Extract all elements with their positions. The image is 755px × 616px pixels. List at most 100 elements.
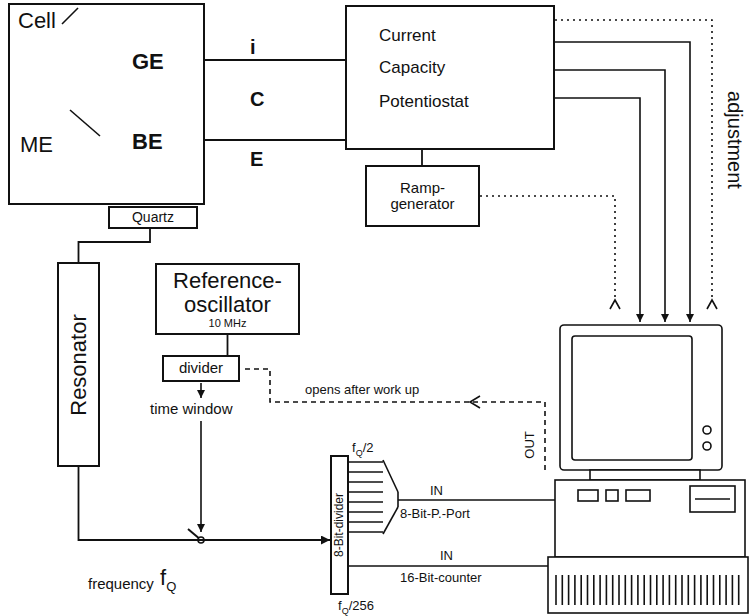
function-label: Current xyxy=(379,27,436,46)
frequency-subscript: Q xyxy=(356,449,363,459)
oscillator-box: Reference- oscillator10 MHz xyxy=(155,263,300,335)
divider-box: 8-Bit-divider xyxy=(330,455,349,595)
keys xyxy=(556,575,739,605)
electrode-label: ME xyxy=(20,133,53,157)
screen xyxy=(572,336,692,460)
port-label: 16-Bit-counter xyxy=(400,571,482,585)
bus-merge xyxy=(383,507,398,534)
signal-label: C xyxy=(250,88,264,110)
component-label: Reference- oscillator xyxy=(163,269,293,317)
frequency-symbol: f xyxy=(352,441,356,455)
cell-label: Cell xyxy=(18,9,56,33)
keyboard xyxy=(548,557,748,613)
drive-slot xyxy=(626,490,650,501)
bus-line xyxy=(347,481,383,483)
frequency-ratio: /2 xyxy=(363,441,374,455)
key xyxy=(662,575,664,605)
adjust-wire xyxy=(480,196,615,300)
component-label: 8-Bit-divider xyxy=(333,493,346,557)
key xyxy=(637,575,639,605)
key xyxy=(631,575,633,605)
port-label: 8-Bit-P.-Port xyxy=(400,507,470,521)
connector xyxy=(79,229,151,262)
key xyxy=(624,575,626,605)
bus-line xyxy=(347,521,383,523)
floppy-slot xyxy=(695,498,730,500)
resonator-box: Resonator xyxy=(57,262,100,467)
port-label: IN xyxy=(430,484,443,498)
key xyxy=(593,575,595,605)
monitor-stand xyxy=(590,470,700,480)
note-label: opens after work up xyxy=(305,383,419,397)
key xyxy=(561,575,563,605)
drive-slot xyxy=(606,490,618,501)
frequency-expression: fQ xyxy=(160,566,176,590)
connector xyxy=(205,59,345,61)
signal-label: time window xyxy=(150,401,233,418)
bus-line xyxy=(347,501,383,503)
key xyxy=(700,575,702,605)
key xyxy=(725,575,727,605)
signal-wire xyxy=(200,421,202,532)
component-label: Ramp- generator xyxy=(375,180,470,213)
component-label: divider xyxy=(179,360,223,377)
bus-line xyxy=(347,461,383,463)
key xyxy=(643,575,645,605)
signal-wire xyxy=(200,383,202,398)
signal-wire xyxy=(555,98,640,322)
frequency-subscript: Q xyxy=(166,580,176,594)
port-label: OUT xyxy=(523,431,537,458)
key xyxy=(618,575,620,605)
key xyxy=(738,575,740,605)
adjust-wire xyxy=(555,20,712,300)
signal-label: i xyxy=(250,36,256,58)
bus-line xyxy=(347,491,383,493)
key xyxy=(732,575,734,605)
floppy-drive xyxy=(690,486,735,512)
control-wire xyxy=(242,369,545,470)
signal-label: frequency xyxy=(88,576,154,593)
connector xyxy=(205,139,345,141)
signal-wire xyxy=(347,565,548,567)
signal-wire xyxy=(555,42,690,322)
cell-box: CellGEBEME xyxy=(8,3,205,205)
key xyxy=(612,575,614,605)
key xyxy=(713,575,715,605)
computer xyxy=(548,325,748,613)
frequency-expression: fQ/256 xyxy=(338,596,374,614)
electrode-label: BE xyxy=(132,130,163,154)
key xyxy=(681,575,683,605)
key xyxy=(706,575,708,605)
pointer-line xyxy=(70,110,100,136)
key xyxy=(669,575,671,605)
divider-box: divider xyxy=(162,355,240,382)
drive-slot xyxy=(578,490,598,501)
key xyxy=(574,575,576,605)
knob xyxy=(703,442,711,450)
potentiostat-box: CurrentCapacityPotentiostat xyxy=(345,5,555,150)
open-arrowhead xyxy=(470,396,480,408)
open-arrowhead xyxy=(707,300,717,309)
ramp-generator-box: Ramp- generator xyxy=(365,165,480,227)
key xyxy=(656,575,658,605)
knob xyxy=(703,426,711,434)
frequency-subscript: Q xyxy=(342,607,349,616)
key xyxy=(687,575,689,605)
key xyxy=(568,575,570,605)
bus-line xyxy=(347,471,383,473)
key xyxy=(587,575,589,605)
quartz-box: Quartz xyxy=(108,206,198,229)
component-label: Resonator xyxy=(66,314,90,416)
bus-line xyxy=(347,511,383,513)
signal-label: E xyxy=(250,148,263,170)
key xyxy=(599,575,601,605)
port-label: IN xyxy=(440,549,453,563)
system-unit xyxy=(555,480,745,557)
bus-lines xyxy=(347,462,383,532)
component-label: Quartz xyxy=(132,210,174,225)
bus-merge xyxy=(383,460,398,492)
adjustment-label: adjustment xyxy=(724,91,746,189)
